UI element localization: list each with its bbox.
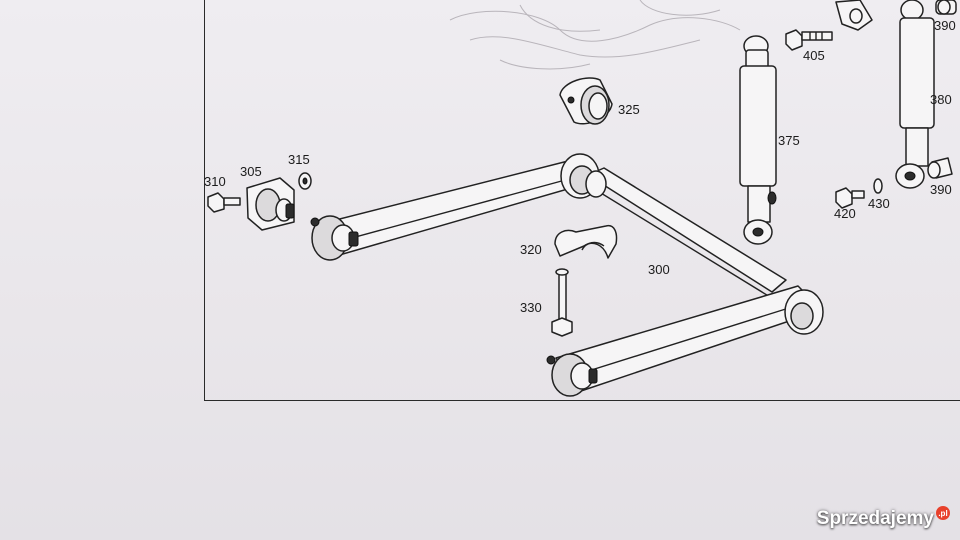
watermark-logo: Sprzedajemy .pl <box>817 506 950 532</box>
bracket-top <box>835 0 873 31</box>
label-300: 300 <box>648 262 670 277</box>
label-430: 430 <box>868 196 890 211</box>
clamp-320 <box>554 224 618 259</box>
label-420: 420 <box>834 206 856 221</box>
bolt-405 <box>785 29 833 51</box>
label-390-side: 390 <box>930 182 952 197</box>
label-405: 405 <box>803 48 825 63</box>
label-305: 305 <box>240 164 262 179</box>
label-315: 315 <box>288 152 310 167</box>
bolt-330 <box>551 268 573 337</box>
washer-430 <box>873 178 883 194</box>
bushing-305 <box>246 177 295 231</box>
label-325: 325 <box>618 102 640 117</box>
bushing-390-side <box>927 157 953 179</box>
label-380: 380 <box>930 92 952 107</box>
label-320: 320 <box>520 242 542 257</box>
bolt-420 <box>835 187 865 209</box>
label-330: 330 <box>520 300 542 315</box>
bushing-390-top <box>935 0 957 15</box>
label-375: 375 <box>778 133 800 148</box>
control-arm-300 <box>310 153 824 397</box>
watermark-text: Sprzedajemy <box>816 508 934 529</box>
washer-315 <box>298 172 312 190</box>
bolt-310 <box>207 192 241 213</box>
sleeve-325 <box>559 77 613 125</box>
label-310: 310 <box>204 174 226 189</box>
label-390-top: 390 <box>934 18 956 33</box>
shock-absorber-375 <box>739 35 777 245</box>
background-sketch <box>449 0 741 70</box>
diagram-frame <box>204 0 960 401</box>
shock-absorber-380 <box>895 0 935 189</box>
watermark-badge: .pl <box>936 506 950 520</box>
